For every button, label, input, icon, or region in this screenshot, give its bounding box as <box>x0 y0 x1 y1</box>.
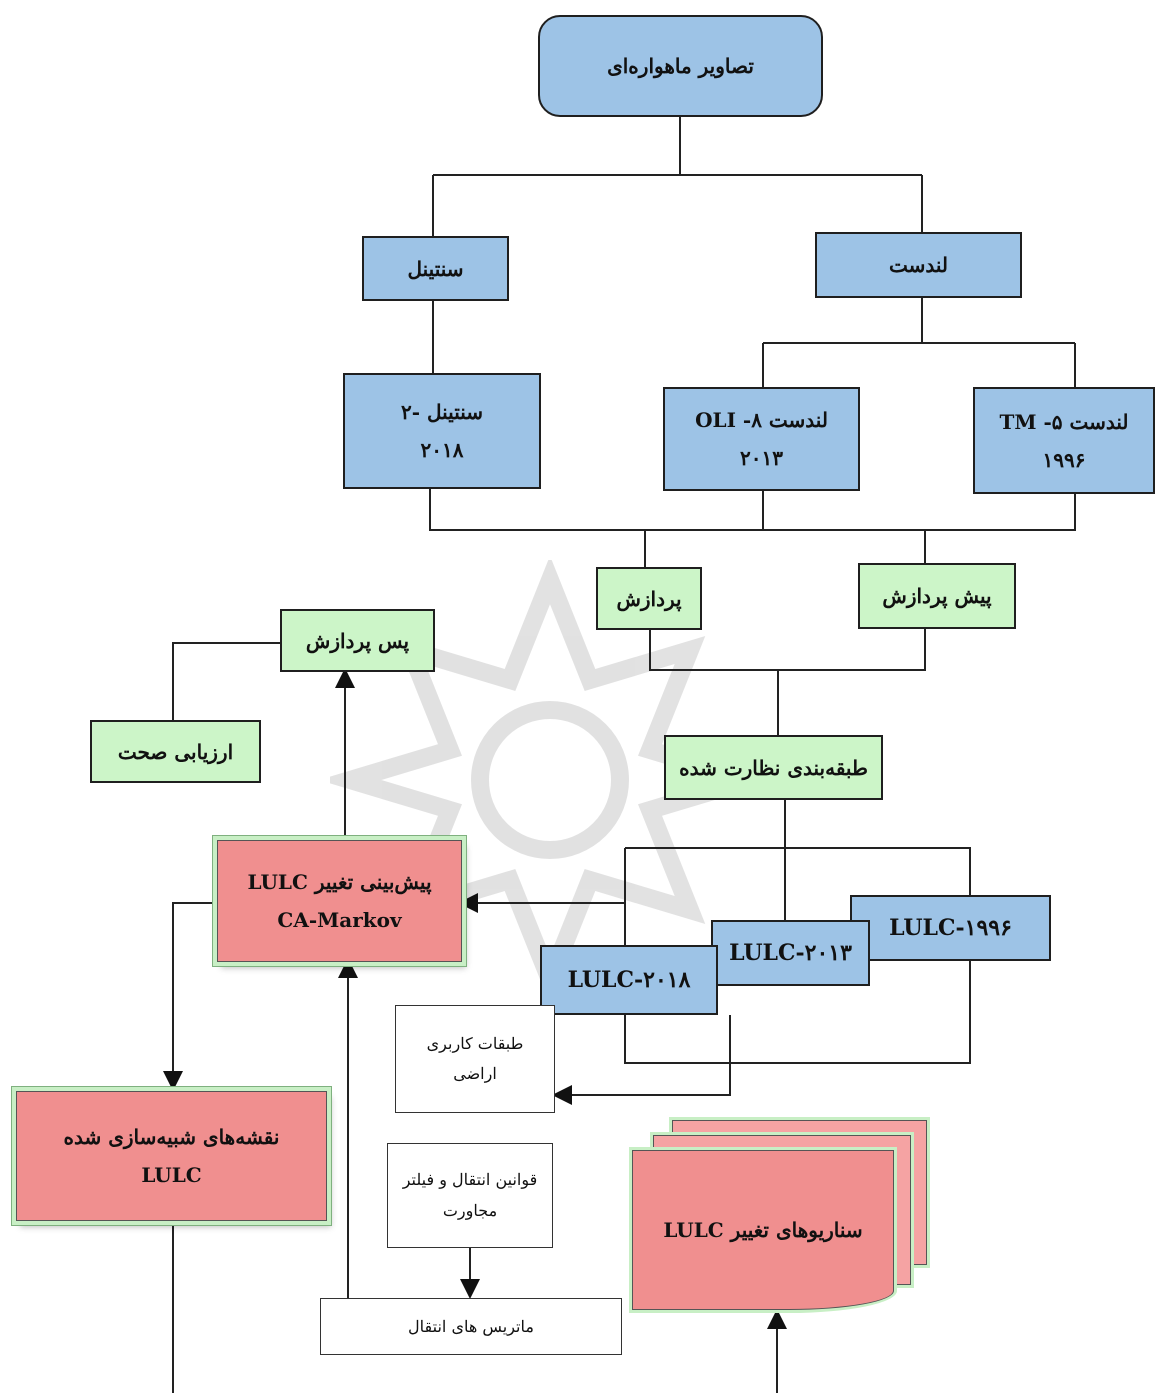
land-use-classes-node: طبقات کاربری اراضی <box>395 1005 555 1113</box>
pre-processing-node: پیش پردازش <box>858 563 1016 629</box>
processing-node: پردازش <box>596 567 702 630</box>
transition-rules-filter-node: قوانین انتقال و فیلتر مجاورت <box>387 1143 553 1248</box>
satellite-images-node: تصاویر ماهواره‌ای <box>538 15 823 117</box>
lulc-1996-node: LULC-۱۹۹۶ <box>850 895 1051 961</box>
accuracy-assessment-node: ارزیابی صحت <box>90 720 261 783</box>
lulc-2018-node: LULC-۲۰۱۸ <box>540 945 718 1015</box>
lulc-2013-node: LULC-۲۰۱۳ <box>711 920 870 986</box>
supervised-classification-node: طبقه‌بندی نظارت شده <box>664 735 883 800</box>
landsat-5-tm-1996-node: لندست ۵- TM ۱۹۹۶ <box>973 387 1155 494</box>
transition-matrices-node: ماتریس های انتقال <box>320 1298 622 1355</box>
landsat-node: لندست <box>815 232 1022 298</box>
lulc-change-scenarios-node: سناریوهای تغییر LULC <box>632 1150 894 1310</box>
ca-markov-prediction-node: پیش‌بینی تغییر LULC CA-Markov <box>217 840 462 962</box>
sentinel-node: سنتینل <box>362 236 509 301</box>
simulated-lulc-maps-node: نقشه‌های شبیه‌سازی شده LULC <box>16 1091 327 1221</box>
sentinel-2-2018-node: سنتینل -۲ ۲۰۱۸ <box>343 373 541 489</box>
landsat-8-oli-2013-node: لندست ۸- OLI ۲۰۱۳ <box>663 387 860 491</box>
post-processing-node: پس پردازش <box>280 609 435 672</box>
